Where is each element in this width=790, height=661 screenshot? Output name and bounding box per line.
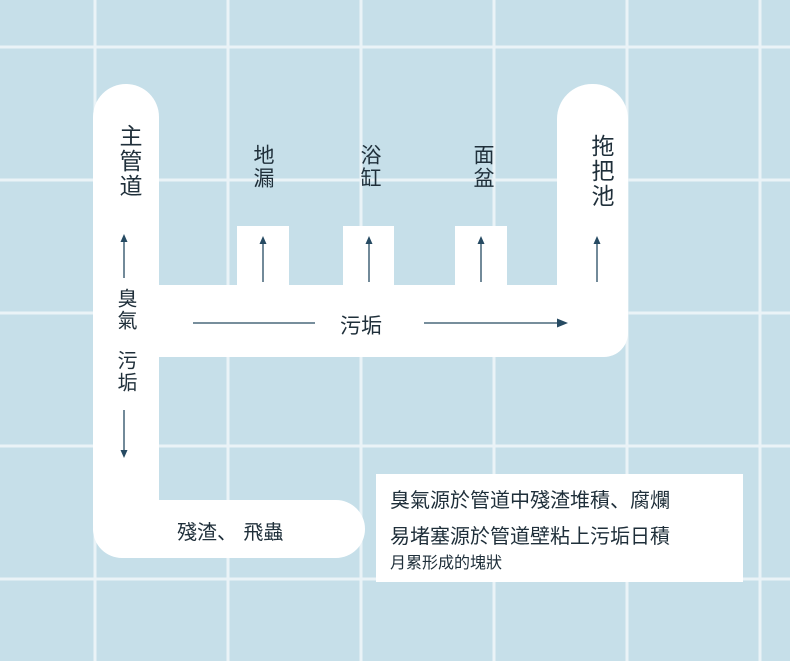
- note-box: 臭氣源於管道中殘渣堆積、腐爛 易堵塞源於管道壁粘上污垢日積 月累形成的塊狀: [376, 474, 743, 582]
- note-line-2: 易堵塞源於管道壁粘上污垢日積: [390, 524, 670, 548]
- residue-insects-label: 殘渣、 飛蟲: [177, 520, 284, 544]
- main-pipe-down-arrowhead: [120, 450, 128, 458]
- flow-arrowhead: [557, 318, 568, 328]
- odor-label: 臭氣: [114, 288, 138, 332]
- basin-label: 面盆: [471, 144, 495, 190]
- flow-arrows: [120, 234, 601, 458]
- mop-sink-pipe: [557, 84, 628, 357]
- floor-drain-label: 地漏: [251, 144, 275, 190]
- main-pipe-up-arrowhead: [120, 234, 128, 242]
- main-pipe-label: 主管道: [115, 124, 141, 199]
- pipe-body: [93, 84, 628, 558]
- mop-sink-label: 拖把池: [587, 134, 613, 209]
- bathtub-arrowhead: [365, 236, 373, 244]
- basin-arrowhead: [477, 236, 485, 244]
- grime-center-label: 污垢: [340, 314, 382, 338]
- horizontal-drain-pipe: [93, 285, 628, 357]
- bathtub-label: 浴缸: [358, 144, 382, 190]
- bottom-branch-pipe: [93, 500, 365, 558]
- floor-drain-arrowhead: [259, 236, 267, 244]
- grime-left-label: 污垢: [114, 350, 138, 394]
- note-line-3: 月累形成的塊狀: [390, 553, 503, 572]
- mop-sink-arrowhead: [593, 236, 601, 244]
- note-line-1: 臭氣源於管道中殘渣堆積、腐爛: [390, 488, 670, 512]
